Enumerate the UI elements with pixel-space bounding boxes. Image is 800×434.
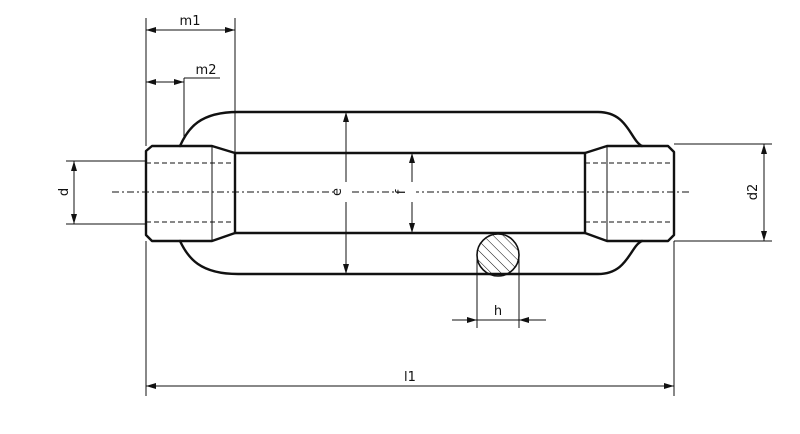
dimension-d2: d2 (674, 143, 772, 242)
label-h: h (494, 304, 502, 319)
dimension-f: f (394, 153, 416, 233)
dimension-m1: m1 (145, 14, 236, 153)
dimension-e: e (330, 112, 350, 274)
cross-section (476, 233, 520, 277)
label-m1: m1 (180, 14, 201, 29)
left-threaded-end (144, 144, 237, 243)
dimension-m2: m2 (146, 63, 220, 140)
dimension-d: d (57, 160, 146, 225)
label-m2: m2 (196, 63, 217, 78)
label-e: e (330, 188, 345, 196)
dimension-h: h (452, 256, 546, 328)
right-threaded-end (583, 144, 676, 243)
body-outline (178, 110, 644, 276)
central-bar (233, 151, 587, 235)
label-f: f (394, 189, 409, 194)
label-d: d (57, 188, 72, 196)
label-d2: d2 (746, 184, 761, 201)
label-l1: l1 (404, 370, 416, 385)
dimension-l1: l1 (145, 241, 675, 396)
